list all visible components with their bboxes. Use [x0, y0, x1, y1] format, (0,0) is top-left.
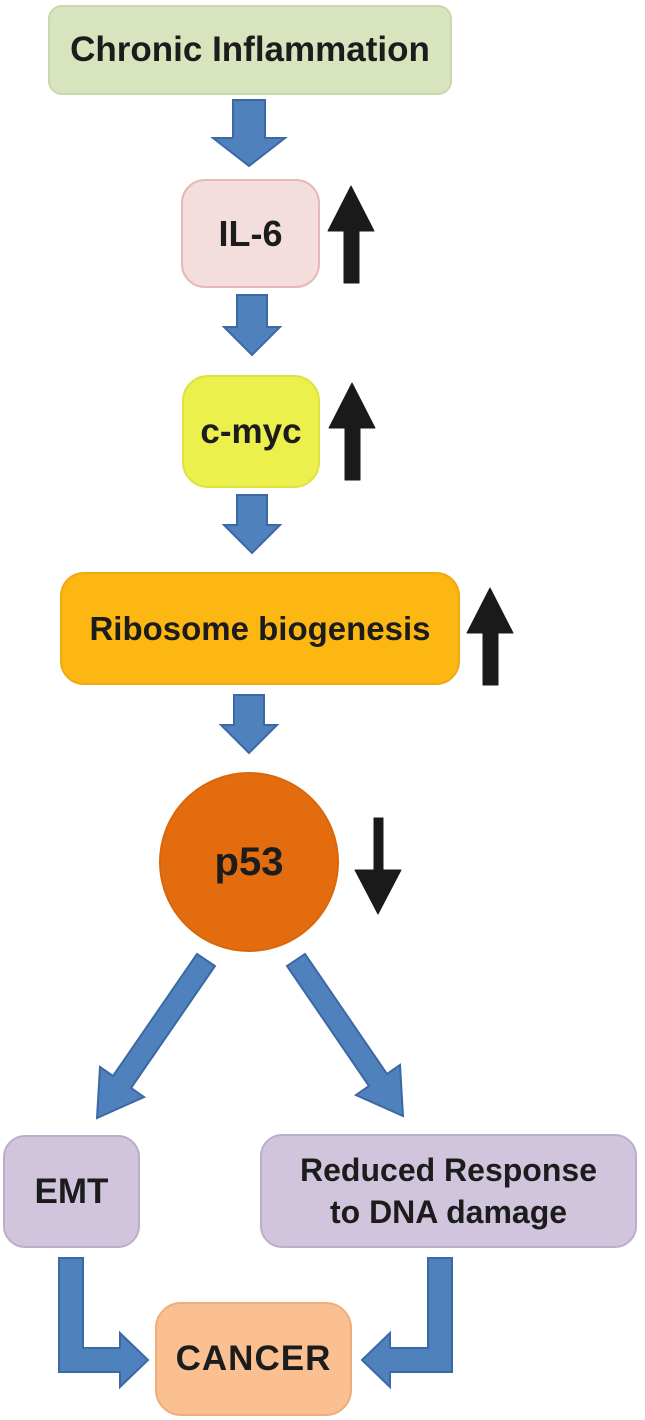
node-p53: p53: [159, 772, 339, 952]
node-reduced-response-label-line2: to DNA damage: [329, 1194, 568, 1230]
elbow-arrow-emt-to-cancer: [58, 1257, 150, 1390]
node-reduced-response-label-line1: Reduced Response: [300, 1151, 597, 1188]
node-cancer-label: CANCER: [175, 1339, 332, 1378]
node-il6: IL-6: [181, 179, 320, 288]
flow-arrow-chronic-to-il6: [210, 99, 288, 168]
node-cancer: CANCER: [155, 1302, 352, 1416]
node-chronic-inflammation: Chronic Inflammation: [48, 5, 452, 95]
node-c-myc-label: c-myc: [200, 411, 302, 451]
flow-arrow-il6-to-cmyc: [221, 294, 283, 357]
node-il6-label: IL-6: [218, 212, 283, 254]
il6-increase-arrow: [327, 185, 375, 284]
flow-arrow-ribosome-to-p53: [218, 694, 280, 755]
node-chronic-inflammation-label: Chronic Inflammation: [70, 30, 430, 69]
node-ribosome-biogenesis-label: Ribosome biogenesis: [89, 609, 431, 647]
node-ribosome-biogenesis: Ribosome biogenesis: [60, 572, 460, 685]
branch-arrow-p53-to-emt: [95, 952, 217, 1120]
elbow-arrow-reduced-to-cancer: [360, 1257, 453, 1390]
ribosome-increase-arrow: [466, 587, 514, 686]
flow-arrow-cmyc-to-ribosome: [221, 494, 283, 555]
branch-arrow-p53-to-reduced-response: [285, 952, 405, 1118]
node-emt-label: EMT: [34, 1171, 109, 1211]
node-reduced-response: Reduced Response to DNA damage: [260, 1134, 637, 1248]
node-p53-label: p53: [214, 839, 284, 884]
p53-decrease-arrow: [354, 817, 402, 915]
node-c-myc: c-myc: [182, 375, 320, 488]
cmyc-increase-arrow: [328, 382, 376, 481]
node-emt: EMT: [3, 1135, 140, 1248]
